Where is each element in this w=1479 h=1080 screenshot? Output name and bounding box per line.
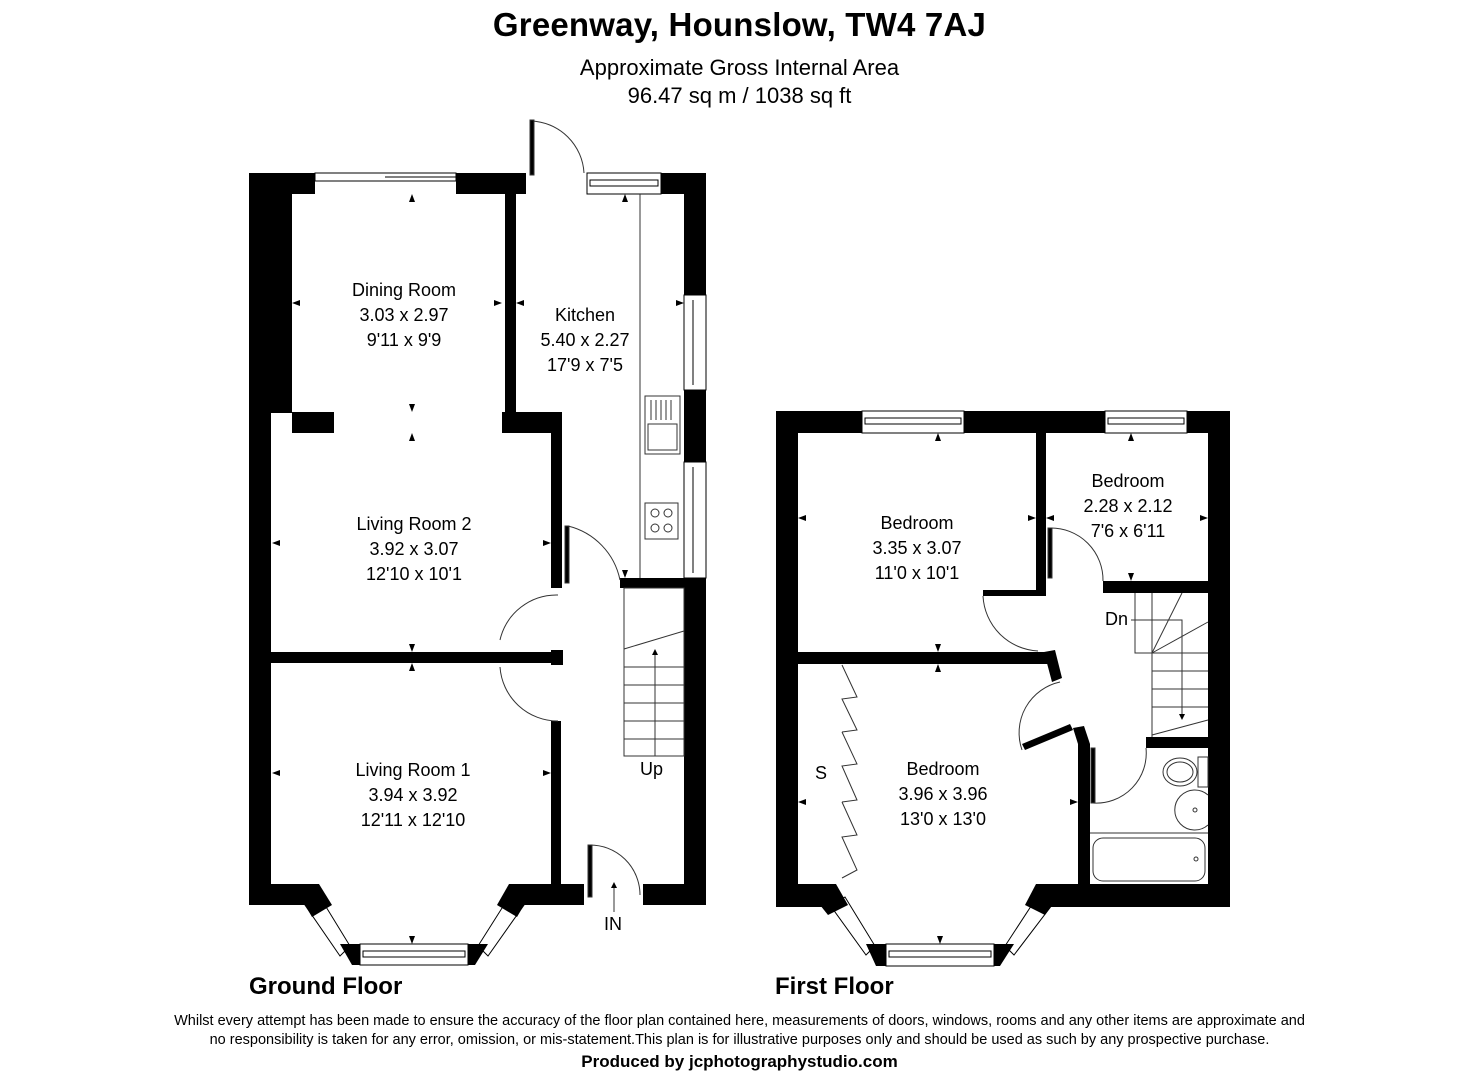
room-bedroom-2: Bedroom 2.28 x 2.12 7'6 x 6'11 [1083, 469, 1172, 544]
room-bedroom-1: Bedroom 3.35 x 3.07 11'0 x 10'1 [872, 511, 961, 586]
entrance-label: IN [604, 914, 622, 934]
room-name: Bedroom [880, 513, 954, 533]
room-imperial: 13'0 x 13'0 [900, 809, 986, 829]
room-living-room-1: Living Room 1 3.94 x 3.92 12'11 x 12'10 [355, 758, 470, 833]
disclaimer-line-1: Whilst every attempt has been made to en… [174, 1013, 1305, 1029]
room-metric: 3.96 x 3.96 [898, 784, 988, 804]
room-dining-room: Dining Room 3.03 x 2.97 9'11 x 9'9 [352, 278, 456, 353]
room-name: Kitchen [554, 305, 616, 325]
room-imperial: 7'6 x 6'11 [1090, 521, 1166, 541]
first-floor-label: First Floor [775, 973, 894, 1000]
room-metric: 5.40 x 2.27 [540, 330, 630, 350]
first-floor-fixtures [841, 527, 1209, 882]
first-floor-walls [776, 411, 1230, 966]
disclaimer-line-2: no responsibility is taken for any error… [209, 1032, 1270, 1048]
room-name: Bedroom [906, 759, 980, 779]
room-living-room-2: Living Room 2 3.92 x 3.07 12'10 x 10'1 [356, 512, 471, 587]
room-metric: 3.94 x 3.92 [368, 785, 458, 805]
stairs-up-label: Up [640, 759, 664, 779]
room-metric: 2.28 x 2.12 [1083, 496, 1173, 516]
room-name: Living Room 2 [356, 514, 472, 534]
room-name: Bedroom [1091, 471, 1165, 491]
ground-floor-fixtures [499, 119, 685, 912]
ground-floor-walls [249, 173, 706, 965]
room-imperial: 17'9 x 7'5 [547, 355, 623, 375]
room-name: Dining Room [351, 280, 457, 300]
plan-title: Greenway, Hounslow, TW4 7AJ [492, 6, 987, 43]
area-label: Approximate Gross Internal Area [579, 55, 900, 80]
dimension-markers [272, 194, 1208, 944]
area-summary: Approximate Gross Internal Area 96.47 sq… [0, 54, 1479, 110]
stairs-down-label: Dn [1105, 609, 1129, 629]
area-value: 96.47 sq m / 1038 sq ft [627, 83, 852, 108]
disclaimer: Whilst every attempt has been made to en… [0, 1012, 1479, 1050]
room-imperial: 11'0 x 10'1 [874, 563, 960, 583]
producer-credit: Produced by jcphotographystudio.com [581, 1052, 898, 1071]
room-imperial: 9'11 x 9'9 [366, 330, 442, 350]
first-floor-windows [829, 410, 1188, 967]
storage-label: S [815, 763, 828, 783]
room-imperial: 12'10 x 10'1 [366, 564, 462, 584]
room-bedroom-3: Bedroom 3.96 x 3.96 13'0 x 13'0 [898, 757, 987, 832]
ground-floor-label: Ground Floor [249, 973, 403, 1000]
room-metric: 3.03 x 2.97 [359, 305, 449, 325]
ground-floor-windows [304, 172, 707, 966]
room-kitchen: Kitchen 5.40 x 2.27 17'9 x 7'5 [540, 303, 629, 378]
room-name: Living Room 1 [355, 760, 471, 780]
room-imperial: 12'11 x 12'10 [360, 810, 466, 830]
room-metric: 3.35 x 3.07 [872, 538, 962, 558]
room-metric: 3.92 x 3.07 [369, 539, 459, 559]
